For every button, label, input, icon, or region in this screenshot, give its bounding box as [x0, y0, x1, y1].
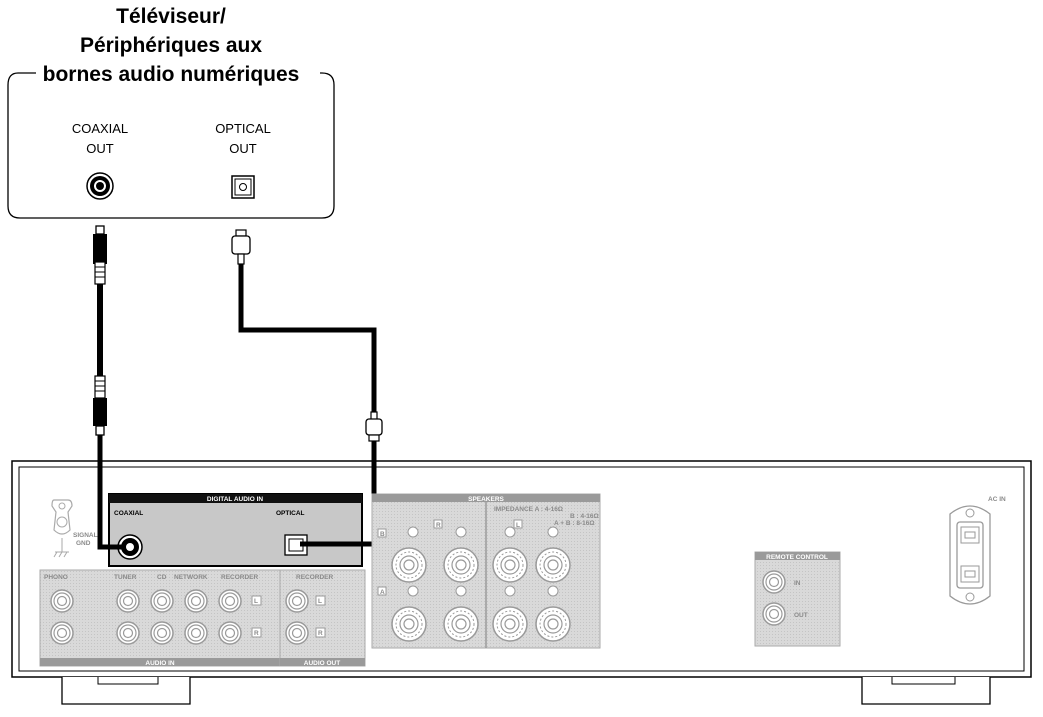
audio-io-section: AUDIO IN PHONO TUNER CD NETWORK RECORDER…: [39, 569, 366, 667]
coaxial-out-label-2: OUT: [86, 141, 114, 156]
digital-audio-in-section: DIGITAL AUDIO IN COAXIAL OPTICAL: [108, 493, 363, 567]
remote-out-label: OUT: [794, 612, 808, 619]
digital-audio-in-label: DIGITAL AUDIO IN: [207, 496, 264, 503]
speaker-a-l-plus-icon: [535, 606, 571, 642]
impedance-line-1: IMPEDANCE A : 4-16Ω: [494, 506, 563, 513]
spk-b-marker: B: [380, 531, 385, 538]
coaxial-out-label-1: COAXIAL: [72, 121, 128, 136]
optical-out-jack-icon: [231, 175, 255, 199]
audio-in-label: AUDIO IN: [145, 660, 175, 667]
network-label: NETWORK: [174, 574, 208, 581]
audio-in-ch-r: R: [254, 630, 259, 637]
speaker-b-l-minus-icon: [492, 547, 528, 583]
optical-out-label-1: OPTICAL: [215, 121, 271, 136]
phono-l-jack-icon: [50, 589, 74, 613]
spk-r-marker: R: [436, 522, 441, 529]
spk-a-marker: A: [380, 589, 385, 596]
audio-out-label: AUDIO OUT: [304, 660, 341, 667]
panel-coaxial-label: COAXIAL: [114, 510, 143, 517]
source-device-outline: [7, 72, 335, 219]
tuner-label: TUNER: [114, 574, 137, 581]
coaxial-out-jack-icon: [86, 172, 114, 200]
recorder-in-label: RECORDER: [221, 574, 259, 581]
amplifier-inner-frame: [18, 466, 1025, 672]
remote-in-jack-icon: [762, 570, 786, 594]
signal-gnd-label-2: GND: [76, 540, 91, 547]
speaker-b-r-plus-icon: [391, 547, 427, 583]
right-foot: [861, 677, 991, 705]
recorder-out-label: RECORDER: [296, 574, 334, 581]
recorder-out-l-jack-icon: [285, 589, 309, 613]
remote-in-label: IN: [794, 580, 801, 587]
ac-in-label: AC IN: [988, 496, 1006, 503]
recorder-in-l-jack-icon: [218, 589, 242, 613]
source-device: Téléviseur/ Périphériques aux bornes aud…: [7, 5, 335, 219]
impedance-line-2: B : 4-16Ω: [570, 513, 599, 520]
remote-control-section: REMOTE CONTROL IN OUT: [754, 551, 841, 647]
speaker-a-l-minus-icon: [492, 606, 528, 642]
recorder-in-r-jack-icon: [218, 621, 242, 645]
remote-control-label: REMOTE CONTROL: [766, 554, 828, 561]
audio-out-ch-r: R: [318, 630, 323, 637]
optical-cable: [231, 229, 383, 442]
coaxial-cable: [93, 225, 107, 436]
source-title-line3: bornes audio numériques: [43, 63, 300, 86]
phono-r-jack-icon: [50, 621, 74, 645]
optical-out-label-2: OUT: [229, 141, 257, 156]
speakers-label: SPEAKERS: [468, 496, 504, 503]
network-r-jack-icon: [184, 621, 208, 645]
impedance-line-3: A + B : 8-16Ω: [554, 520, 595, 527]
coaxial-cable-connection: [97, 435, 122, 550]
source-title-line2: Périphériques aux: [80, 34, 262, 57]
cd-label: CD: [157, 574, 167, 581]
panel-optical-label: OPTICAL: [276, 510, 305, 517]
speaker-b-r-minus-icon: [443, 547, 479, 583]
cd-l-jack-icon: [150, 589, 174, 613]
source-title-line1: Téléviseur/: [116, 5, 226, 28]
recorder-out-r-jack-icon: [285, 621, 309, 645]
left-foot: [61, 677, 191, 705]
cd-r-jack-icon: [150, 621, 174, 645]
network-l-jack-icon: [184, 589, 208, 613]
spk-l-marker: L: [516, 522, 520, 529]
speaker-a-r-plus-icon: [391, 606, 427, 642]
signal-gnd-terminal: SIGNAL GND: [51, 499, 98, 558]
remote-out-jack-icon: [762, 602, 786, 626]
signal-gnd-label-1: SIGNAL: [73, 532, 98, 539]
tuner-l-jack-icon: [116, 589, 140, 613]
audio-out-ch-l: L: [318, 598, 322, 605]
speakers-section: SPEAKERS IMPEDANCE A : 4-16Ω B : 4-16Ω A…: [371, 493, 601, 649]
ac-in-socket: AC IN: [949, 496, 1006, 605]
speaker-a-r-minus-icon: [443, 606, 479, 642]
audio-in-ch-l: L: [254, 598, 258, 605]
phono-label: PHONO: [44, 574, 68, 581]
tuner-r-jack-icon: [116, 621, 140, 645]
speaker-b-l-plus-icon: [535, 547, 571, 583]
